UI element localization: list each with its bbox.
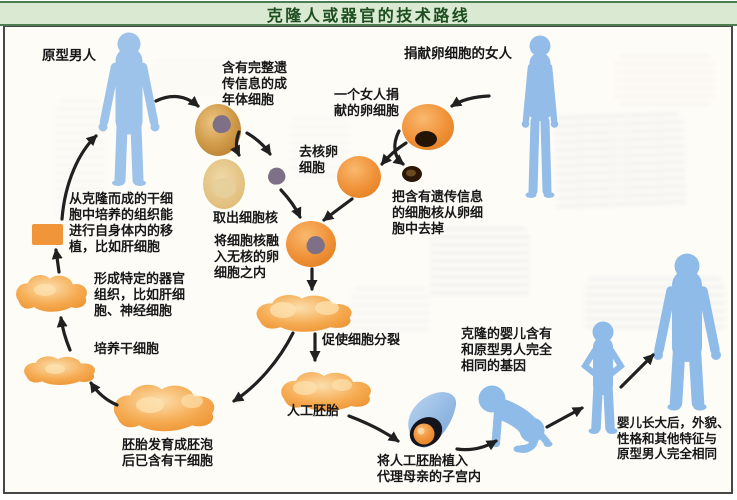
somatic-cell	[195, 104, 241, 156]
artificial-embryo-blob	[281, 372, 371, 411]
egg-nucleus	[415, 131, 437, 147]
arrow-enucleated-to-fused	[322, 197, 354, 222]
arrow-man-to-somatic-cell	[154, 94, 200, 108]
label-enucleated-egg: 去核卵 细胞	[299, 144, 339, 176]
arrow-nucleus-to-fused	[279, 188, 302, 219]
somatic-cell-emptied	[203, 159, 245, 209]
page-bleedthrough-artifact	[150, 60, 280, 100]
egg-donor-woman-figure	[521, 35, 559, 198]
label-egg-donor-woman: 捐献卵细胞的女人	[404, 46, 512, 61]
label-blastocyst: 胚胎发育成胚泡 后已含有干细胞	[122, 437, 214, 469]
label-artificial-embryo: 人工胚胎	[287, 403, 340, 418]
label-remove-egg-nucleus: 把含有遗传信息 的细胞核从卵细 胞中去掉	[392, 189, 484, 237]
label-culture-stem-cells: 培养干细胞	[94, 341, 160, 356]
label-form-organ-tissue: 形成特定的器官 组织，比如肝细 胞、神经细胞	[94, 271, 186, 319]
arrow-transplant-to-man	[60, 134, 98, 221]
label-grown-up: 婴儿长大后，外貌、 性格和其他特征与 原型男人完全相同	[617, 416, 730, 461]
arrow-woman-to-egg	[450, 94, 491, 108]
surrogate-uterus	[408, 392, 457, 448]
blastocyst-blob	[113, 384, 215, 432]
page-title: 克隆人或器官的技术路线	[266, 7, 471, 25]
arrow-baby-to-child	[545, 406, 584, 429]
cloned-baby-figure	[478, 385, 553, 453]
title-bar: 克隆人或器官的技术路线	[0, 1, 737, 26]
label-self-transplant: 从克隆而成的干细 胞中培养的组织能 进行自身体内的移 植，比如肝细胞	[69, 191, 174, 255]
fused-cell	[286, 221, 336, 267]
donated-egg-cell	[402, 104, 454, 150]
label-implant-embryo: 将人工胚胎植入 代理母亲的子宫内	[377, 453, 482, 485]
liver-tissue-block	[32, 224, 63, 245]
label-somatic-cell: 含有完整遗 传信息的成 年体细胞	[222, 60, 288, 108]
child-head	[592, 321, 614, 343]
enucleated-egg-cell	[337, 156, 381, 198]
page-bleedthrough-artifact	[350, 288, 430, 336]
implanted-embryo	[413, 423, 435, 445]
page-bleedthrough-artifact	[430, 228, 530, 298]
label-original-man: 原型男人	[42, 48, 96, 63]
original-man-figure	[98, 32, 160, 186]
label-promote-division: 促使细胞分裂	[322, 332, 401, 347]
organ-tissue-blob	[16, 274, 87, 312]
page-bleedthrough-artifact	[290, 118, 350, 176]
arrow-cell-to-nucleus	[245, 131, 272, 156]
grown-clone-man-figure	[653, 253, 721, 411]
arrow-egg-to-discarded-nucleus	[392, 129, 405, 166]
label-extract-nucleus: 取出细胞核	[213, 210, 279, 225]
donor-woman-head	[529, 35, 551, 57]
arrow-organ-to-liver-block	[51, 248, 63, 274]
arrow-uterus-to-baby	[455, 439, 498, 452]
label-fuse-nucleus: 将细胞核融 入无核的卵 细胞之内	[214, 233, 280, 281]
dividing-cell-mass	[256, 294, 352, 332]
arrow-blastocyst-to-stem-cells	[89, 381, 119, 407]
flow-arrows	[51, 94, 655, 452]
arrow-stem-to-organ	[56, 316, 72, 352]
extracted-nucleus	[268, 167, 286, 185]
page-bleedthrough-artifact	[615, 55, 715, 105]
stem-cell-culture-blob	[24, 356, 95, 385]
cloned-child-figure	[581, 321, 625, 434]
label-cloned-baby-genes: 克隆的婴儿含有 和原型男人完全 相同的基因	[461, 326, 553, 374]
arrow-child-to-adult	[619, 353, 655, 389]
arrow-egg-to-enucleated	[380, 141, 408, 166]
arrow-cell-to-emptied	[230, 130, 241, 157]
label-donated-egg: 一个女人捐 献的卵细胞	[334, 87, 400, 119]
arrow-embryo-to-uterus	[347, 414, 400, 443]
arrow-morula-to-blastocyst	[232, 331, 295, 403]
discarded-egg-nucleus	[402, 166, 422, 182]
